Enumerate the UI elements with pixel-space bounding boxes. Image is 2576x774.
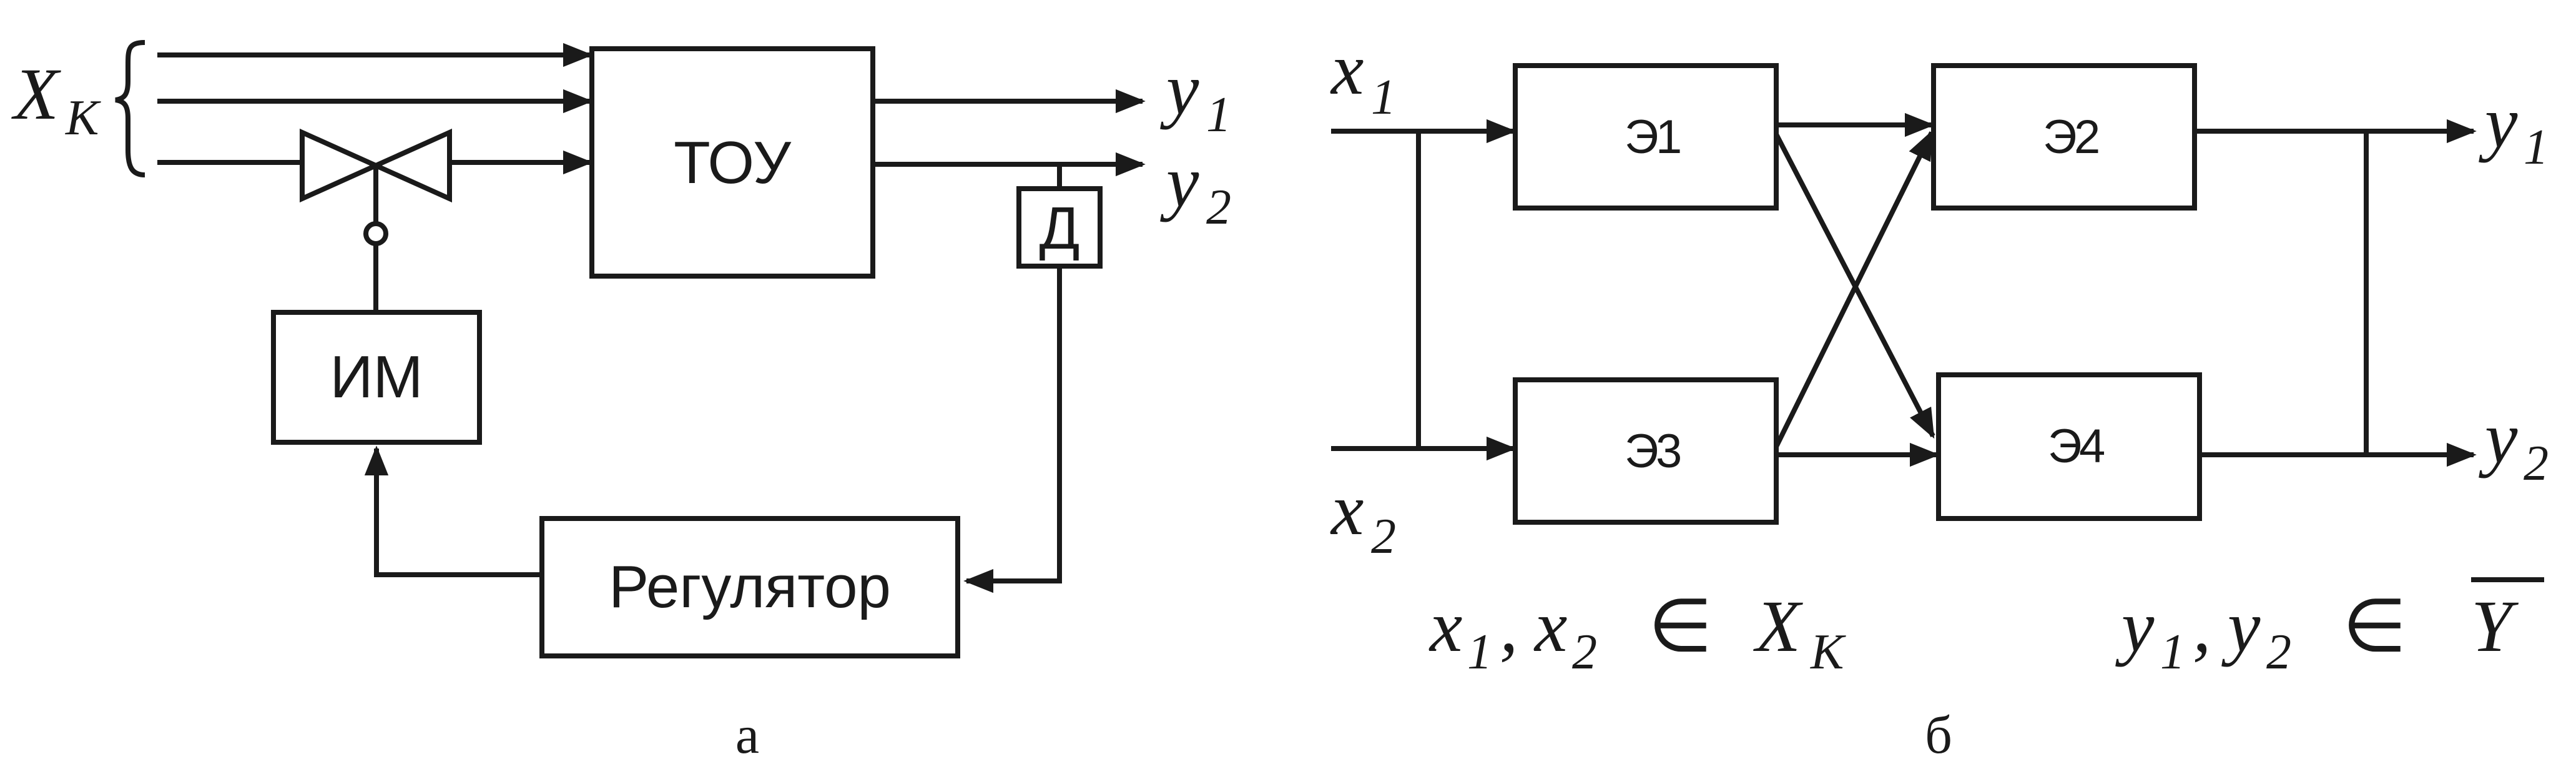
diagram-b: x 1 x 2 Э 1 Э 2 Э 3 Э 4 <box>1330 28 2549 765</box>
output-2-main: y <box>1160 141 1199 222</box>
sensor-label: Д <box>1039 195 1079 262</box>
output-2-subscript: 2 <box>1206 180 1231 235</box>
input-x1-subscript: 1 <box>1371 70 1396 125</box>
output-label-y2: y 2 <box>2479 397 2549 491</box>
outputs-membership-y1-subscript: 1 <box>2160 625 2185 680</box>
element-e3-subscript: 3 <box>1656 425 1682 478</box>
output-y2-subscript: 2 <box>2524 436 2549 491</box>
inputs-membership-x2-subscript: 2 <box>1572 625 1597 680</box>
inputs-membership-x1-subscript: 1 <box>1467 625 1492 680</box>
input-label-x1: x 1 <box>1330 28 1396 125</box>
element-e4-label: Э 4 <box>2048 420 2105 473</box>
element-e1-main: Э <box>1625 111 1659 164</box>
outputs-membership-set: Y <box>2471 585 2519 667</box>
input-x2-subscript: 2 <box>1371 509 1396 564</box>
plant-label: ТОУ <box>674 129 792 196</box>
input-x2-main: x <box>1330 469 1364 550</box>
output-y1-subscript: 1 <box>2524 120 2549 175</box>
regulator-box <box>539 516 960 658</box>
element-e1-label: Э 1 <box>1625 111 1682 164</box>
regulator-label: Регулятор <box>609 553 891 620</box>
inputs-membership-x2: x <box>1533 585 1567 667</box>
sensor-to-regulator-line <box>963 266 1062 593</box>
link-e3-to-e2 <box>1774 129 1934 448</box>
input-label-main: X <box>11 53 61 135</box>
outputs-membership: y 1 , y 2 ∈ Y <box>2115 577 2544 680</box>
element-e4-main: Э <box>2048 420 2082 473</box>
output-label-y1: y 1 <box>2479 81 2549 175</box>
output-y2-main: y <box>2479 397 2518 479</box>
output-1-main: y <box>1160 48 1199 130</box>
element-e1-subscript: 1 <box>1656 111 1682 164</box>
regulator-to-actuator-line <box>364 445 542 577</box>
actuator-box <box>271 310 482 445</box>
inputs-membership: x 1 , x 2 ∈ X K <box>1428 585 1846 680</box>
actuator-label: ИМ <box>330 344 423 410</box>
input-set-label: X K <box>11 53 101 146</box>
input-x1-main: x <box>1330 28 1364 110</box>
element-e2-label: Э 2 <box>2043 111 2100 164</box>
element-e3-box <box>1513 377 1779 525</box>
input-brace <box>115 40 145 177</box>
outputs-membership-y2: y <box>2221 585 2261 667</box>
valve-actuator-joint <box>363 221 388 246</box>
element-e3-main: Э <box>1625 425 1659 478</box>
output-label-2: y 2 <box>1160 141 1231 235</box>
output-label-1: y 1 <box>1160 48 1231 142</box>
diagram-a: X K ТОУ y 1 y 2 Д <box>11 40 1231 765</box>
output-1-subscript: 1 <box>1206 87 1231 142</box>
input-label-x2: x 2 <box>1330 469 1396 564</box>
caption-a: а <box>735 705 759 765</box>
caption-b: б <box>1925 705 1952 765</box>
control-valve-icon <box>300 128 452 203</box>
inputs-membership-x1: x <box>1428 585 1462 667</box>
element-e4-subscript: 4 <box>2079 420 2105 473</box>
output-y1-main: y <box>2479 81 2518 163</box>
inputs-membership-relation: ∈ <box>1648 585 1713 667</box>
outputs-membership-separator: , <box>2193 585 2211 667</box>
input-label-subscript: K <box>65 91 101 146</box>
inputs-membership-set: X <box>1753 585 1803 667</box>
inputs-membership-set-subscript: K <box>1810 625 1846 680</box>
outputs-membership-relation: ∈ <box>2342 585 2407 667</box>
element-e1-box <box>1513 63 1779 211</box>
outputs-membership-y2-subscript: 2 <box>2266 625 2291 680</box>
element-e2-main: Э <box>2043 111 2077 164</box>
element-e2-subscript: 2 <box>2074 111 2100 164</box>
element-e3-label: Э 3 <box>1625 425 1682 478</box>
outputs-membership-y1: y <box>2115 585 2155 667</box>
inputs-membership-separator: , <box>1500 585 1518 667</box>
